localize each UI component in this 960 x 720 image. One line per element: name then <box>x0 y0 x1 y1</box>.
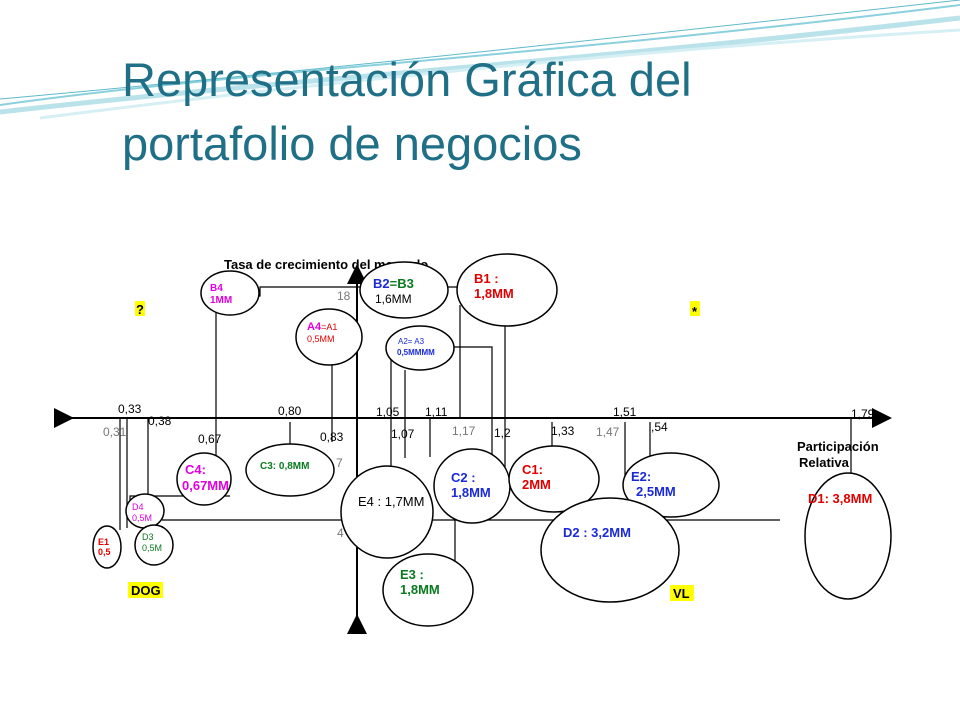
question-quadrant-marker: ? <box>136 302 144 317</box>
unit-c4-name: C4: <box>185 462 206 477</box>
unit-b4-name: B4 <box>210 283 223 294</box>
unit-b1-name: B1 : <box>474 271 499 286</box>
unit-c4-value: 0,67MM <box>182 478 229 493</box>
unit-b2-b3-bubble <box>359 261 449 319</box>
unit-d2-label: D2 : 3,2MM <box>563 525 631 540</box>
unit-e3-bubble <box>382 553 474 627</box>
unit-d3-bubble <box>134 524 174 566</box>
tick-54: ,54 <box>651 420 668 434</box>
tick-0-83: 0,83 <box>320 430 344 444</box>
slide-title-line-2: portafolio de negocios <box>122 117 582 170</box>
unit-d4-name: D4 <box>132 502 144 512</box>
unit-d1-label: D1: 3,8MM <box>808 491 872 506</box>
tick-0-67: 0,67 <box>198 432 222 446</box>
unit-a4-name-main: A4 <box>307 321 322 333</box>
unit-c4-bubble <box>176 452 232 506</box>
tick-1-33: 1,33 <box>551 424 575 438</box>
tick-label-7: 7 <box>336 456 343 470</box>
tick-1-07: 1,07 <box>391 427 415 441</box>
vl-quadrant-marker: VL <box>673 586 690 601</box>
unit-e1-value: 0,5 <box>98 547 111 557</box>
unit-c2-value: 1,8MM <box>451 485 491 500</box>
unit-b2-b3-value: 1,6MM <box>375 292 412 306</box>
unit-b2-name: B2 <box>373 276 390 291</box>
unit-b2-b3-name: B2=B3 <box>373 276 414 291</box>
unit-e2-bubble <box>622 452 720 518</box>
unit-d2-bubble <box>540 497 680 603</box>
tick-label-18: 18 <box>337 289 351 303</box>
unit-c1-value: 2MM <box>522 477 551 492</box>
unit-e3-value: 1,8MM <box>400 582 440 597</box>
unit-c3-bubble <box>245 443 335 497</box>
unit-c3-label: C3: 0,8MM <box>260 461 309 472</box>
unit-a4-bubble <box>295 308 363 366</box>
tick-1-2: 1,2 <box>494 426 511 440</box>
unit-a2-a3-name: A2= A3 <box>398 337 425 346</box>
unit-c1-bubble <box>508 445 600 513</box>
unit-b1-bubble <box>456 253 558 327</box>
unit-b4-bubble <box>200 270 260 316</box>
vl-marker-bg <box>670 585 694 601</box>
unit-e2-name: E2: <box>631 469 651 484</box>
unit-a2-a3-value: 0,5MMMM <box>397 348 435 357</box>
unit-b1-value: 1,8MM <box>474 286 514 301</box>
tick-1-47: 1,47 <box>596 425 620 439</box>
star-quadrant-marker: * <box>692 304 698 319</box>
tick-0-38: 0,38 <box>148 414 172 428</box>
unit-a2-a3-bubble <box>385 325 455 371</box>
tick-0-80: 0,80 <box>278 404 302 418</box>
star-marker-bg <box>690 301 700 316</box>
unit-e4-label: E4 : 1,7MM <box>358 494 424 509</box>
tick-1-11: 1,11 <box>425 405 448 419</box>
unit-a4-name-rest: =A1 <box>321 322 337 332</box>
unit-e3-name: E3 : <box>400 567 424 582</box>
unit-c1-name: C1: <box>522 462 543 477</box>
tick-0-31: 0,31 <box>103 425 127 439</box>
unit-b4-value: 1MM <box>210 295 232 306</box>
horizontal-axis-label-line-1: Participación <box>797 439 879 454</box>
unit-e1-bubble <box>92 525 122 569</box>
tick-0-33: 0,33 <box>118 402 142 416</box>
question-marker-bg <box>135 301 145 316</box>
unit-b3-name: =B3 <box>390 276 414 291</box>
unit-a4-value: 0,5MM <box>307 334 335 344</box>
horizontal-axis-label-line-2: Relativa <box>799 455 850 470</box>
slide-title-line-1: Representación Gráfica del <box>122 53 692 106</box>
unit-e1-name: E1 <box>98 537 109 547</box>
unit-d1-bubble <box>804 472 892 600</box>
tick-1-51: 1,51 <box>613 405 637 419</box>
unit-e4-bubble <box>340 465 434 559</box>
unit-d3-value: 0,5M <box>142 543 162 553</box>
header-swoosh-decoration <box>0 0 960 120</box>
unit-c2-name: C2 : <box>451 470 476 485</box>
connector-lines <box>119 286 852 580</box>
unit-d4-value: 0,5M <box>132 513 152 523</box>
tick-1-05: 1,05 <box>376 405 400 419</box>
slide-title: Representación Gráfica del portafolio de… <box>122 48 922 176</box>
unit-d3-name: D3 <box>142 532 154 542</box>
dog-quadrant-marker: DOG <box>131 583 161 598</box>
tick-label-4: 4 <box>337 526 344 540</box>
dog-marker-bg <box>128 582 163 598</box>
tick-1-17: 1,17 <box>452 424 476 438</box>
tick-1-79: 1,79 <box>851 407 875 421</box>
unit-e2-value: 2,5MM <box>636 484 676 499</box>
unit-a4-name: A4=A1 <box>307 321 337 333</box>
